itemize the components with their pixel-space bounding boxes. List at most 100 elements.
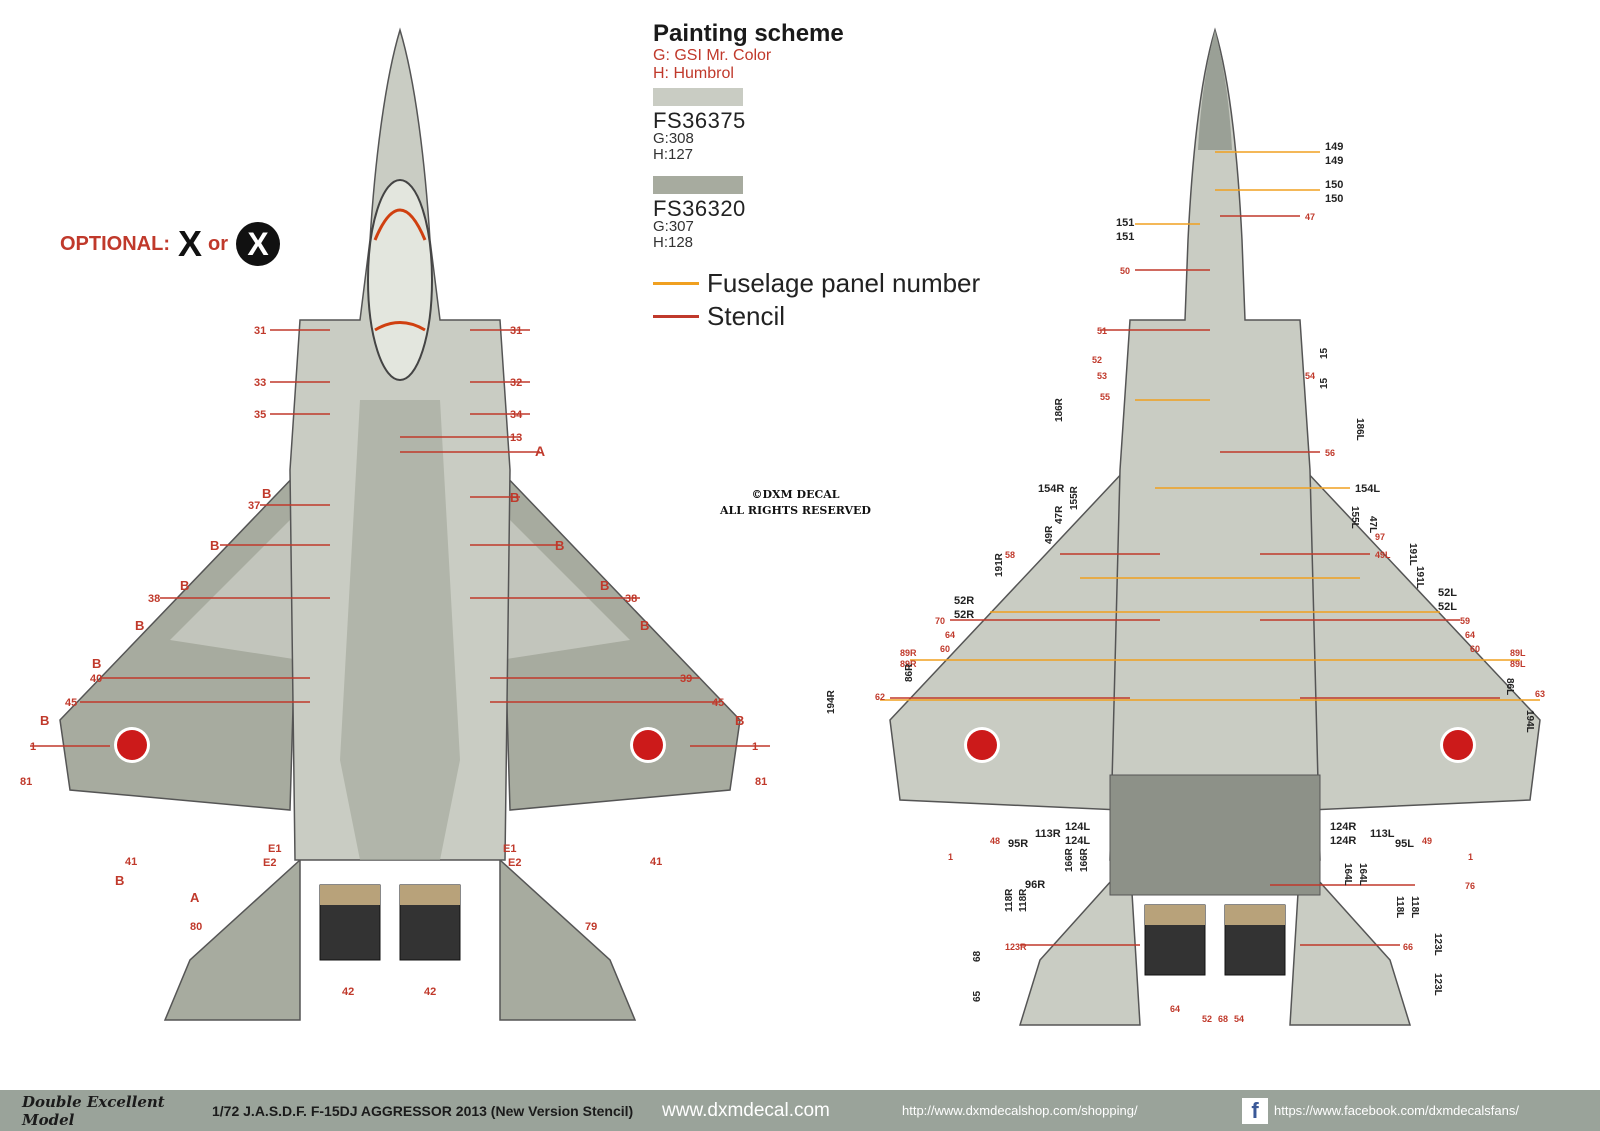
legend-gsi-note: G: GSI Mr. Color: [653, 47, 772, 64]
bottom-callout-47R: 47R: [1054, 505, 1065, 524]
bottom-callout-95L: 95L: [1395, 838, 1414, 850]
top-callout-E2-right: E2: [508, 857, 521, 869]
bottom-callout-164L-b: 164L: [1357, 863, 1368, 886]
bottom-callout-155R: 155R: [1069, 485, 1080, 510]
bottom-callout-52: 52: [1092, 355, 1102, 365]
bottom-left-stabilizer: [1018, 858, 1141, 1026]
bottom-callout-194R: 194R: [826, 689, 837, 714]
bottom-callout-118L-b: 118L: [1409, 896, 1420, 918]
bottom-callout-150: 150: [1325, 179, 1343, 191]
top-right-stabilizer: [499, 858, 637, 1021]
bottom-callout-123L: 123L: [1432, 933, 1443, 956]
bottom-callout-123L-b: 123L: [1432, 973, 1443, 996]
bottom-callout-60-left: 60: [940, 644, 950, 654]
bottom-callout-154L: 154L: [1355, 483, 1380, 495]
bottom-callout-64-right: 64: [1465, 630, 1475, 640]
bottom-callout-66: 66: [1403, 942, 1413, 952]
top-canopy: [367, 179, 433, 381]
bottom-callout-47: 47: [1305, 212, 1315, 222]
bottom-callout-151b: 151: [1116, 231, 1134, 243]
bottom-view-diagram: 149 149 150 150 151 151 154R 154L 52R 52…: [826, 27, 1545, 1026]
footer-website-link[interactable]: www.dxmdecal.com: [662, 1099, 830, 1121]
top-callout-40: 40: [90, 673, 102, 685]
top-callout-81-left: 81: [20, 776, 32, 788]
optional-label: OPTIONAL:: [60, 232, 170, 255]
bottom-callout-86L: 86L: [1504, 678, 1515, 695]
bottom-callout-118R: 118R: [1004, 888, 1015, 912]
humbrol-code-2: H:128: [653, 234, 694, 251]
bottom-callout-15-b: 15: [1319, 377, 1330, 389]
bottom-callout-166R-b: 166R: [1079, 847, 1090, 872]
top-callout-B-3: B: [180, 578, 189, 593]
top-callout-42-left: 42: [342, 986, 354, 998]
bottom-callout-118R-b: 118R: [1018, 888, 1029, 912]
bottom-callout-1-right: 1: [1468, 852, 1473, 862]
top-callout-A-tail: A: [190, 890, 200, 905]
bottom-callout-113R: 113R: [1035, 828, 1061, 840]
bottom-callout-48: 48: [990, 836, 1000, 846]
bottom-callout-63: 63: [1535, 689, 1545, 699]
bottom-callout-51: 51: [1097, 326, 1107, 336]
bottom-callout-64-left: 64: [945, 630, 955, 640]
bottom-callout-1-left: 1: [948, 852, 953, 862]
optional-or: or: [208, 232, 229, 255]
top-callout-13: 13: [510, 432, 522, 444]
top-callout-42-right: 42: [424, 986, 436, 998]
facebook-icon[interactable]: f: [1242, 1097, 1268, 1124]
top-callout-38-right: 38: [625, 593, 637, 605]
bottom-callout-76: 76: [1465, 881, 1475, 891]
bottom-callout-155L: 155L: [1349, 506, 1360, 529]
bottom-fuselage: [1109, 27, 1321, 861]
bottom-callout-89R: 89R: [900, 648, 917, 658]
top-callout-33: 33: [254, 377, 266, 389]
bottom-callout-55: 55: [1100, 392, 1110, 402]
top-callout-80: 80: [190, 921, 202, 933]
bottom-callout-52R: 52R: [954, 595, 974, 607]
footer-shop-link[interactable]: http://www.dxmdecalshop.com/shopping/: [902, 1103, 1138, 1118]
bottom-callout-50: 50: [1120, 266, 1130, 276]
top-callout-34: 34: [510, 409, 523, 421]
top-callout-37: 37: [248, 500, 260, 512]
top-callout-32: 32: [510, 377, 522, 389]
bottom-callout-89R-b: 89R: [900, 659, 917, 669]
top-callout-45-left: 45: [65, 697, 77, 709]
color-swatch-fs36375: [653, 88, 743, 106]
bottom-callout-15-a: 15: [1319, 347, 1330, 359]
legend-key-fuselage-label: Fuselage panel number: [707, 267, 981, 298]
bottom-callout-124L: 124L: [1065, 821, 1090, 833]
top-callout-B-9: B: [600, 578, 609, 593]
bottom-callout-52R-b: 52R: [954, 609, 974, 621]
optional-x-circled: X: [236, 222, 281, 266]
copyright-line-2: ALL RIGHTS RESERVED: [720, 504, 871, 517]
bottom-right-wing: [1304, 468, 1541, 811]
top-callout-B-1: B: [262, 486, 271, 501]
legend-key-stencil-label: Stencil: [707, 300, 786, 331]
bottom-callout-58: 58: [1005, 550, 1015, 560]
bottom-callout-70: 70: [935, 616, 945, 626]
top-callout-B-6: B: [40, 713, 49, 728]
footer-bar: Double Excellent Model 1/72 J.A.S.D.F. F…: [0, 1090, 1600, 1131]
bottom-callout-149: 149: [1325, 141, 1343, 153]
legend-humbrol-note: H: Humbrol: [653, 65, 734, 82]
bottom-callout-59: 59: [1460, 616, 1470, 626]
top-callout-B-8: B: [555, 538, 564, 553]
top-callout-B-4: B: [135, 618, 144, 633]
bottom-callout-151: 151: [1116, 217, 1134, 229]
bottom-callout-154R: 154R: [1038, 483, 1064, 495]
bottom-callout-149b: 149: [1325, 155, 1343, 167]
copyright-notice: ©DXM DECAL ALL RIGHTS RESERVED: [720, 487, 871, 519]
bottom-callout-124L-b: 124L: [1065, 835, 1090, 847]
legend-key-stencil: Stencil: [653, 301, 785, 331]
footer-facebook-link[interactable]: https://www.facebook.com/dxmdecalsfans/: [1274, 1103, 1519, 1118]
bottom-callout-57: 49L: [1375, 550, 1391, 560]
bottom-callout-53: 53: [1097, 371, 1107, 381]
top-callout-39: 39: [680, 673, 692, 685]
bottom-right-stabilizer: [1289, 858, 1412, 1026]
footer-title: 1/72 J.A.S.D.F. F-15DJ AGGRESSOR 2013 (N…: [212, 1102, 634, 1119]
bottom-callout-186L: 186L: [1354, 418, 1365, 441]
copyright-line-1: ©DXM DECAL: [751, 488, 840, 501]
bottom-callout-49R: 49R: [1044, 525, 1055, 544]
bottom-callout-150b: 150: [1325, 193, 1343, 205]
top-callout-1-right: 1: [752, 741, 758, 753]
top-left-stabilizer: [163, 858, 301, 1021]
